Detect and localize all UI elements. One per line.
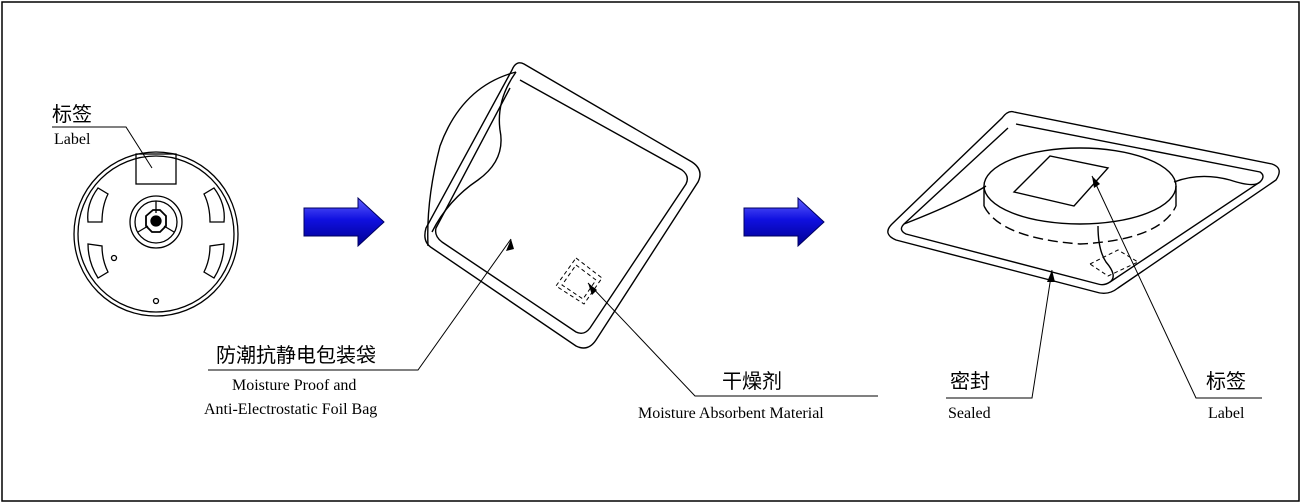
reel-label-en: Label [54, 131, 91, 148]
final-label-leader [1091, 175, 1262, 399]
final-label-en: Label [1208, 405, 1245, 422]
right-arrow-icon [743, 196, 825, 248]
desiccant-leader [587, 282, 878, 397]
reel-label-leader [52, 126, 153, 169]
reel-icon [73, 151, 239, 317]
sealed-bag-icon [887, 110, 1280, 295]
bag-label-en-1: Moisture Proof and [232, 377, 356, 394]
final-label-cn: 标签 [1206, 369, 1246, 393]
bag-label-en-2: Anti-Electrostatic Foil Bag [204, 401, 377, 418]
bag-label-cn: 防潮抗静电包装袋 [216, 343, 376, 367]
desiccant-pack-icon [555, 257, 603, 305]
bag-leader [208, 238, 512, 371]
right-arrow-icon [303, 196, 385, 248]
sealed-leader-arrowhead [1047, 270, 1055, 282]
desiccant-leader-arrowhead [588, 283, 597, 295]
sealed-leader [946, 269, 1053, 399]
sealed-label-en: Sealed [948, 405, 991, 422]
foil-bag-icon [424, 62, 701, 349]
reel-label-rect [135, 153, 177, 185]
reel-label-cn: 标签 [52, 102, 92, 126]
final-label-leader-arrowhead [1092, 176, 1100, 188]
sealed-label-cn: 密封 [950, 369, 990, 393]
desiccant-pack-icon [1089, 249, 1140, 277]
desiccant-label-en: Moisture Absorbent Material [638, 405, 824, 422]
desiccant-label-cn: 干燥剂 [722, 369, 782, 393]
bag-leader-arrowhead [506, 239, 514, 251]
